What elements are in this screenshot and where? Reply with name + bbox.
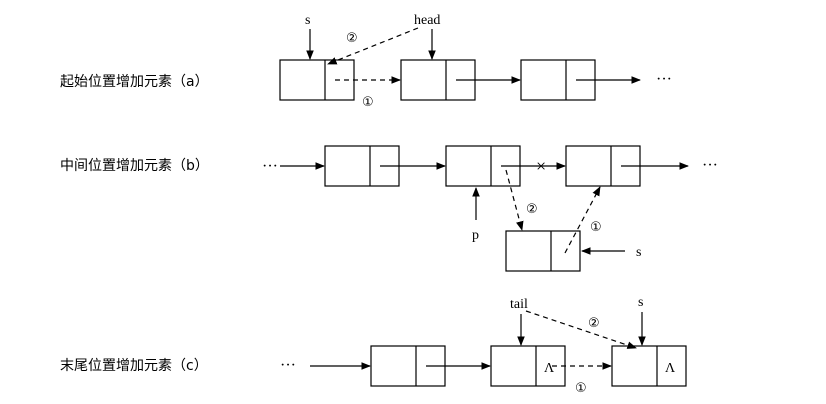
row-a-step1-label: ① — [362, 95, 374, 110]
row-b-step1-dashed-arrow — [564, 186, 601, 254]
row-c-ellipsis: ··· — [280, 357, 296, 374]
row-a-ellipsis: ··· — [656, 71, 672, 88]
row-c-new-node-s — [611, 345, 687, 387]
row-b-new-node-s — [505, 230, 581, 272]
row-b-step2-dashed-arrow — [505, 169, 524, 231]
row-c-tail-label: tail — [510, 297, 528, 312]
row-a-step2-dashed-arrow — [327, 27, 419, 65]
row-c-step2-dashed-arrow — [525, 310, 637, 349]
row-b-ellipsis-right: ··· — [702, 157, 718, 174]
row-a-new-node-s — [279, 59, 355, 101]
row-b-step1-label: ① — [590, 220, 602, 235]
row-b-cut-mark: × — [536, 156, 546, 176]
row-c-tail-null-mark: Λ — [544, 361, 555, 376]
row-b-s-label: s — [636, 245, 641, 260]
row-c-s-label: s — [638, 295, 643, 310]
row-c-step2-label: ② — [588, 316, 600, 331]
row-a-caption: 起始位置增加元素（a） — [60, 74, 209, 90]
row-a-s-label: s — [305, 13, 310, 28]
row-a-step2-label: ② — [346, 31, 358, 46]
row-b-ellipsis-left: ··· — [262, 158, 278, 175]
row-b-caption: 中间位置增加元素（b） — [60, 158, 209, 174]
row-b-p-label: p — [472, 228, 479, 243]
row-c-node-1 — [370, 345, 446, 387]
row-c-step1-label: ① — [575, 381, 587, 396]
row-c-s-null-mark: Λ — [665, 361, 676, 376]
row-b-step2-label: ② — [526, 202, 538, 217]
row-a-head-label: head — [414, 13, 440, 28]
row-c-caption: 末尾位置增加元素（c） — [60, 358, 208, 374]
